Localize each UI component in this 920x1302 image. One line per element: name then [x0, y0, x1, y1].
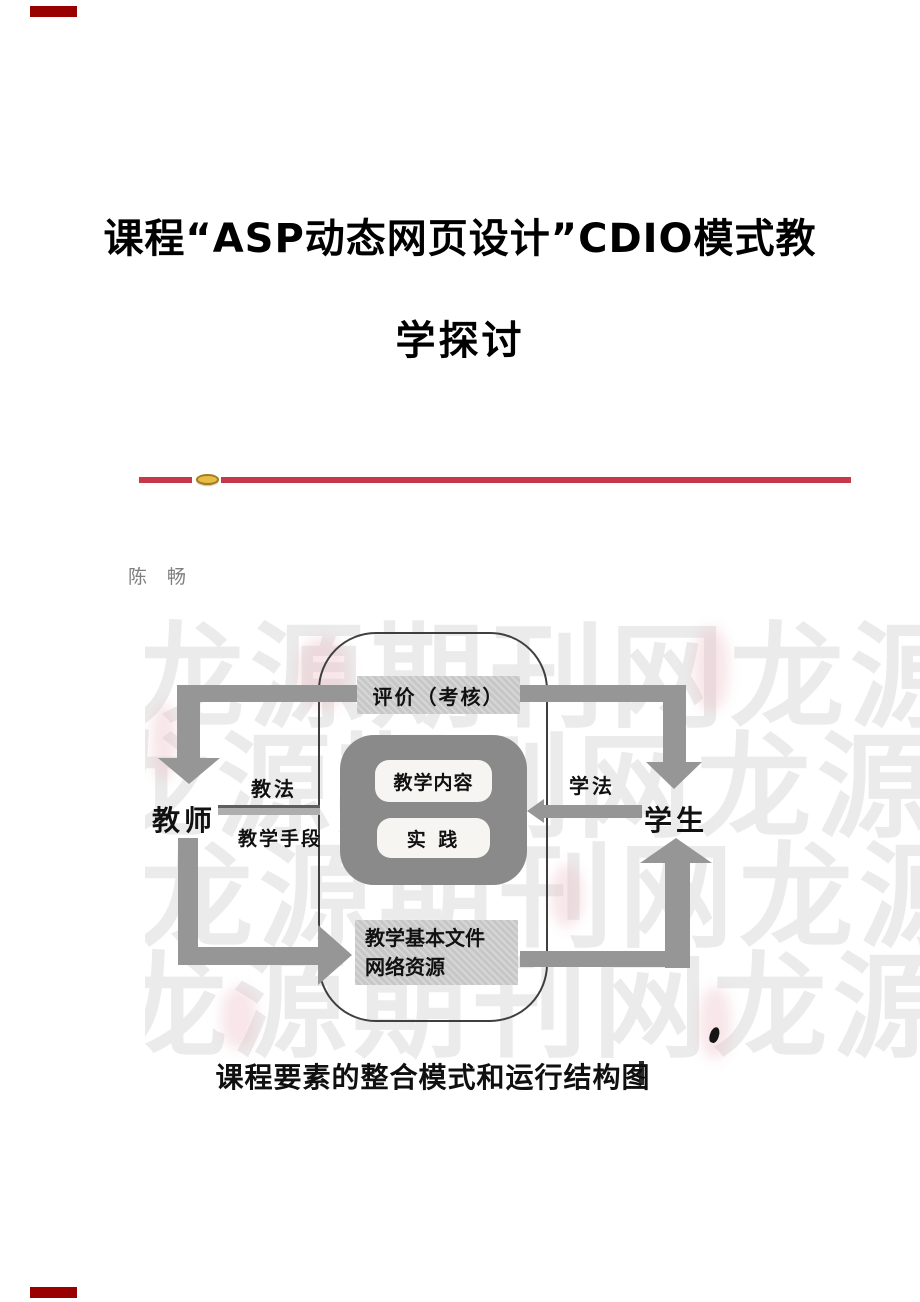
divider-main-line [221, 477, 851, 483]
red-corner-mark-bottom [30, 1287, 77, 1298]
label-learning-method: 学法 [569, 774, 615, 798]
author-name: 陈 畅 [128, 566, 194, 588]
page-title-line-1: 课程“ASP动态网页设计”CDIO模式教 [103, 216, 817, 262]
arrow-right-to-resources-icon [318, 925, 352, 985]
scan-smudge [221, 987, 257, 1049]
divider-left-segment [139, 477, 192, 483]
band-up-stem [665, 863, 690, 968]
scan-smudge [551, 865, 583, 927]
node-resources: 教学基本文件 网络资源 [355, 920, 518, 985]
arrow-left-learning-icon [527, 799, 544, 823]
arrow-down-to-teacher-icon [158, 758, 220, 784]
label-teacher: 教师 [152, 804, 217, 837]
connector-learning-method [544, 805, 642, 818]
divider-ellipse [196, 474, 219, 485]
scan-smudge [693, 627, 729, 711]
connector-teaching-method [218, 805, 320, 815]
arrow-down-to-student-icon [646, 762, 702, 789]
course-frame-outline [318, 632, 548, 1022]
label-teaching-means: 教学手段 [238, 828, 323, 850]
ink-speck [639, 1061, 644, 1085]
arrow-up-to-student-icon [640, 838, 712, 863]
band-right-down-stem [663, 685, 686, 762]
node-teaching-content: 教学内容 [375, 760, 492, 802]
node-resources-line-1: 教学基本文件 [365, 926, 485, 950]
node-resources-line-2: 网络资源 [365, 955, 445, 979]
node-evaluation: 评价（考核） [357, 676, 520, 714]
label-teaching-method: 教法 [251, 777, 297, 801]
page-title-line-2: 学探讨 [395, 318, 525, 364]
figure-caption: 课程要素的整合模式和运行结构图 [215, 1061, 651, 1094]
band-teacher-down-stem [178, 838, 198, 965]
red-corner-mark-top [30, 6, 77, 17]
band-evaluation-to-teacher [177, 685, 357, 702]
page-title: 课程“ASP动态网页设计”CDIO模式教 学探讨 [0, 216, 920, 364]
band-evaluation-to-student [520, 685, 686, 702]
label-student: 学生 [644, 804, 709, 837]
node-core-container [340, 735, 527, 885]
scan-smudge [699, 987, 731, 1059]
band-teacher-to-resources [178, 947, 318, 965]
teaching-model-figure: 龙源期刊网龙源期刊网 龙源期刊网龙源期刊网 龙源期刊网龙源期刊网 龙源期刊网龙源… [145, 615, 920, 1115]
watermark-row: 龙源期刊网龙源期刊网 [145, 721, 920, 854]
band-resources-to-student [520, 951, 690, 967]
watermark-row: 龙源期刊网龙源期刊网 [145, 831, 920, 964]
band-left-down-stem [177, 685, 200, 758]
node-practice: 实 践 [377, 818, 490, 858]
